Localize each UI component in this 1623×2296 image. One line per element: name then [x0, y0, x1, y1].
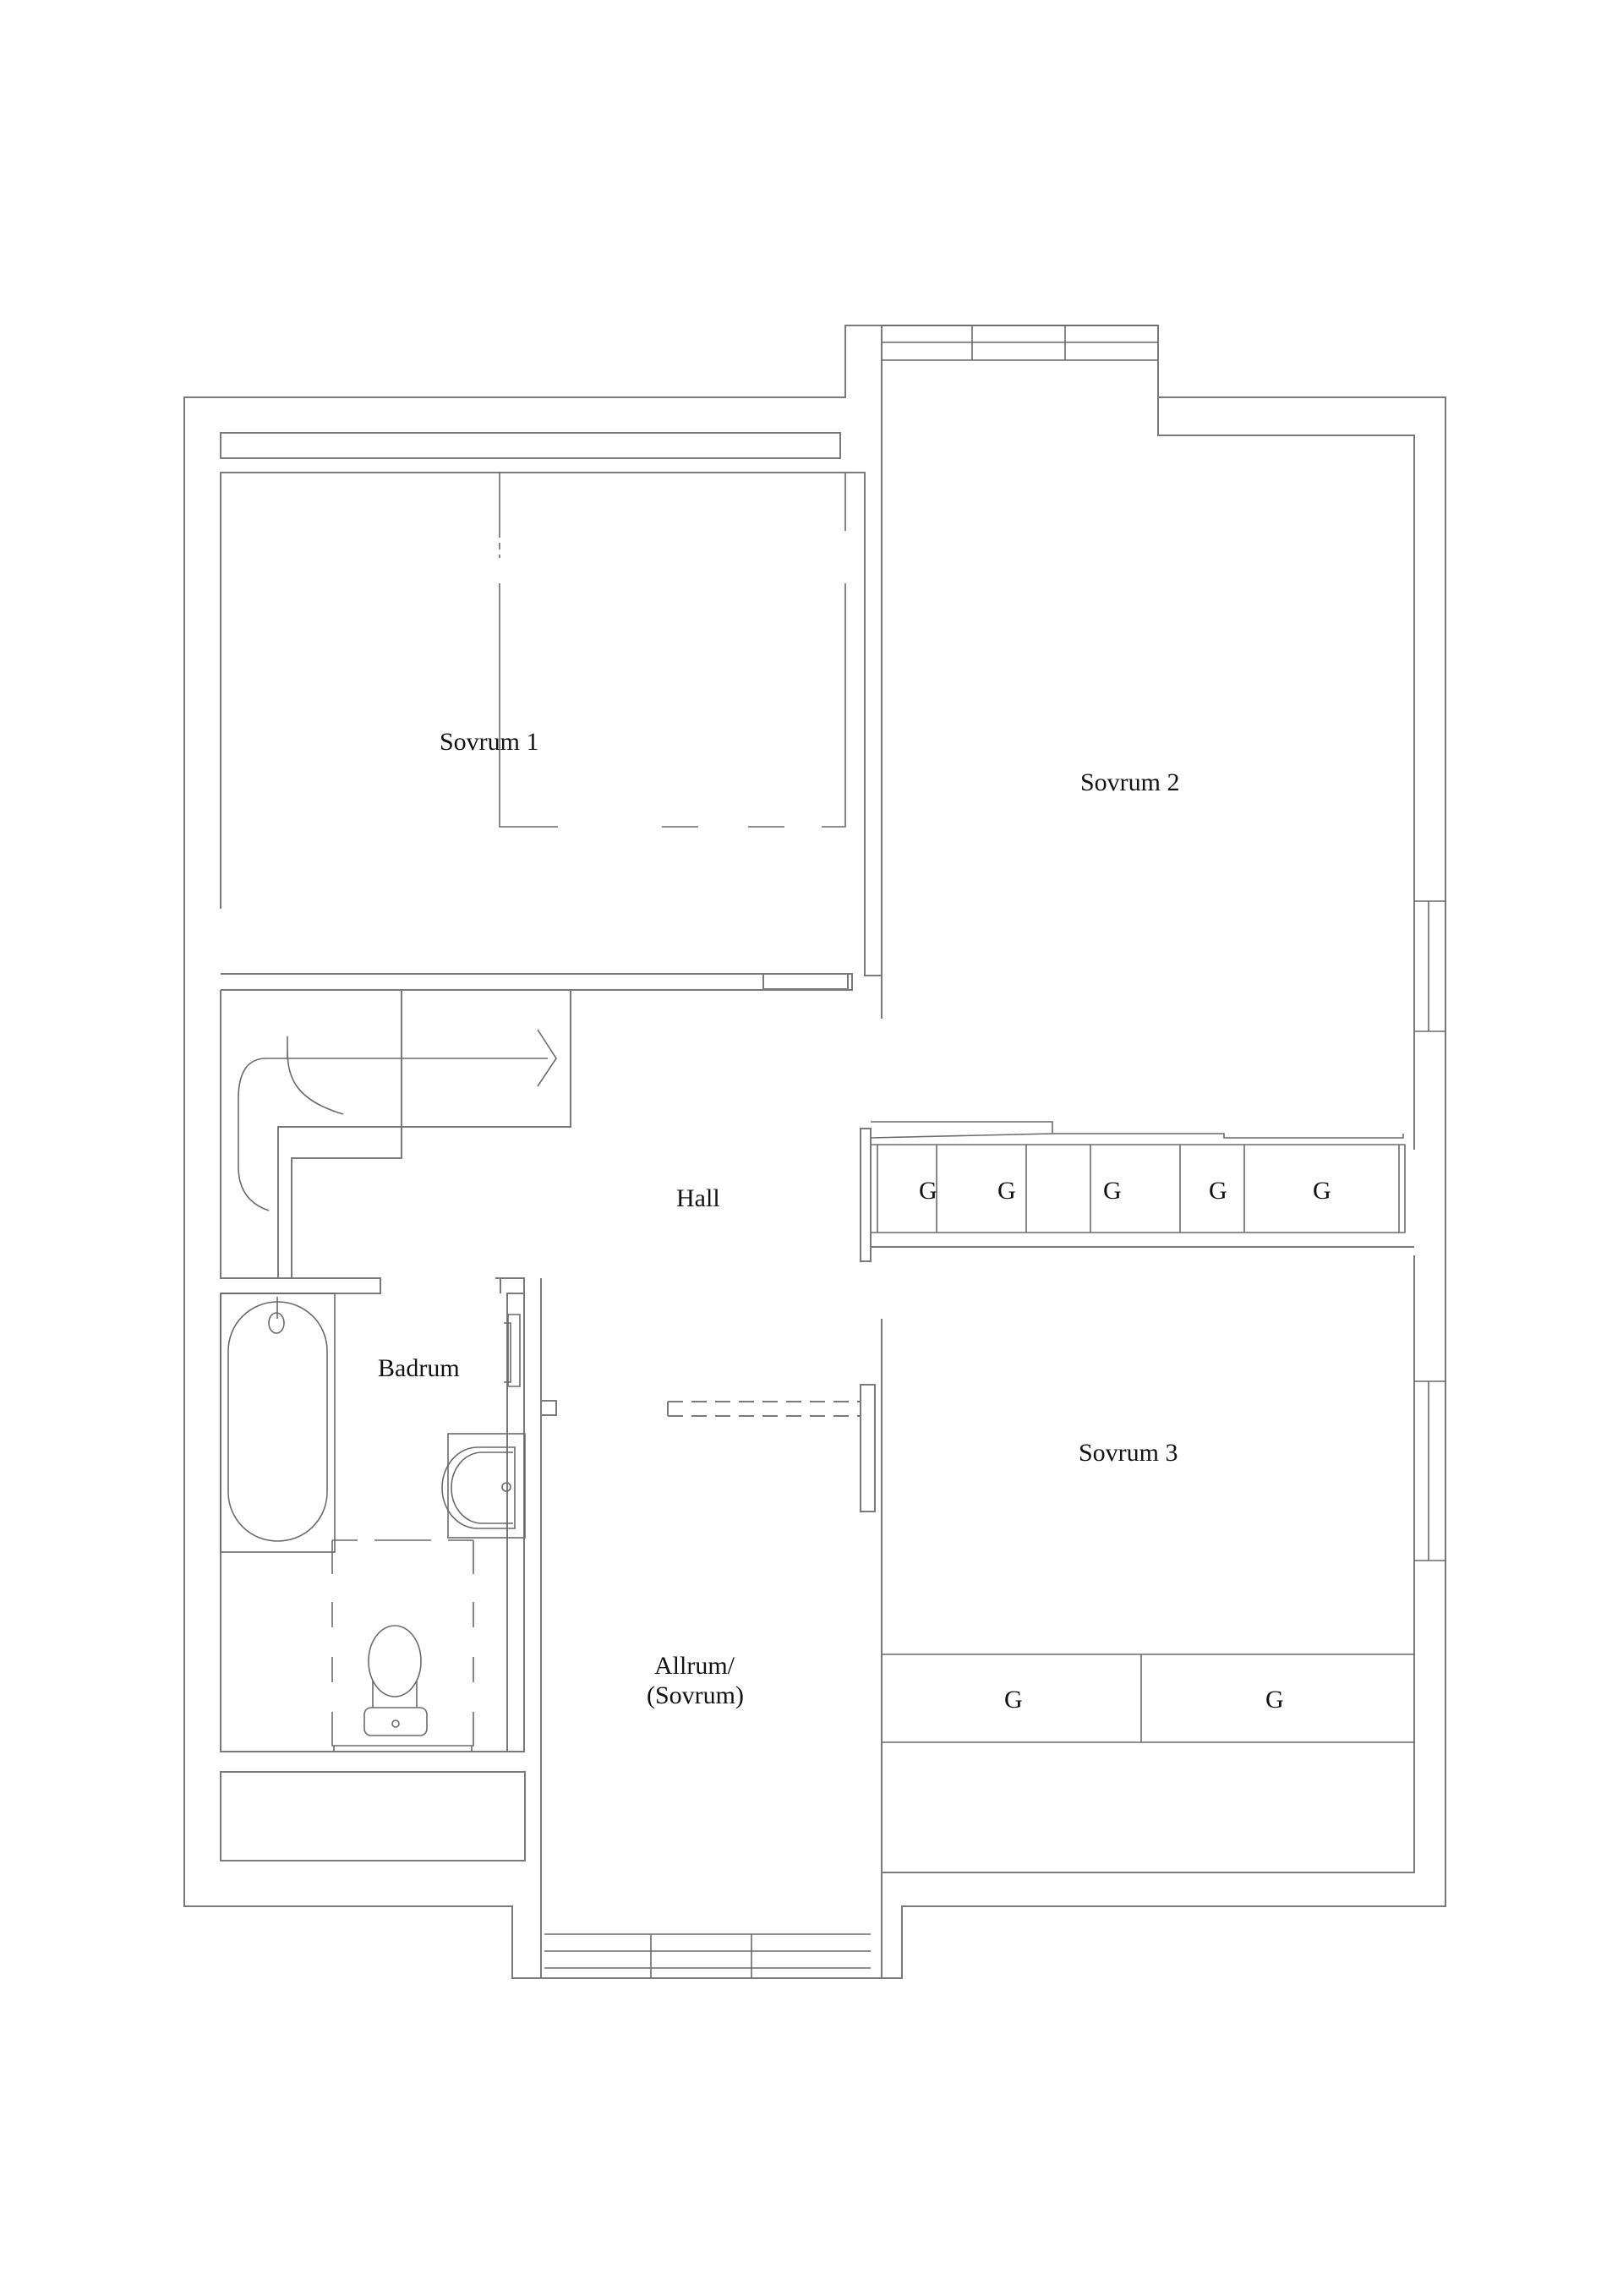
wardrobe-label: G	[1103, 1177, 1122, 1205]
window-top	[882, 325, 1158, 361]
sovrum3-wardrobe	[882, 1654, 1414, 1743]
wardrobe-label: G	[1004, 1686, 1023, 1714]
window-bottom	[544, 1933, 871, 1978]
badrum-room	[220, 1277, 557, 1978]
window-right-sovrum3	[1414, 1380, 1445, 1561]
wardrobe-label: G	[919, 1177, 937, 1205]
window-right-sovrum2	[1414, 900, 1445, 1032]
room-label-sovrum3: Sovrum 3	[1079, 1439, 1178, 1467]
wardrobe-label: G	[1265, 1686, 1284, 1714]
room-label-hall: Hall	[676, 1184, 720, 1212]
sovrum1-room	[220, 432, 882, 991]
room-label-allrum: Allrum/	[654, 1652, 735, 1680]
room-label-allrum-sub: (Sovrum)	[647, 1681, 744, 1709]
outer-walls	[183, 325, 1446, 1979]
wardrobe-label: G	[1209, 1177, 1227, 1205]
room-label-sovrum1: Sovrum 1	[440, 728, 539, 756]
staircase	[220, 990, 571, 1294]
room-label-badrum: Badrum	[378, 1354, 460, 1382]
wardrobe-label: G	[997, 1177, 1016, 1205]
allrum-divider	[667, 1384, 876, 1512]
wardrobe-label: G	[1313, 1177, 1331, 1205]
hall-wardrobe	[860, 1121, 1414, 1262]
room-label-sovrum2: Sovrum 2	[1080, 768, 1180, 796]
